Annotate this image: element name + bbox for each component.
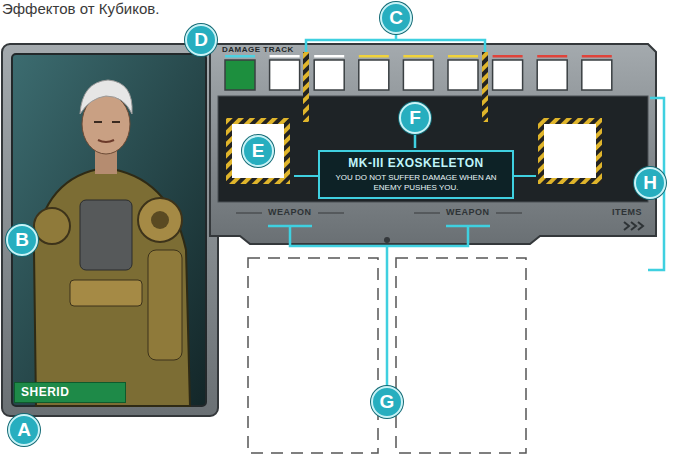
- section-label: WEAPON: [446, 207, 490, 218]
- item-slot: [544, 124, 596, 178]
- item-slot-frame: [538, 118, 602, 184]
- track-strip: [403, 55, 433, 58]
- mouth: [98, 140, 114, 142]
- damage-box: [270, 60, 300, 90]
- callout-letter: A: [8, 414, 40, 446]
- damage-box: [403, 60, 433, 90]
- damage-box: [314, 60, 344, 90]
- track-strip: [582, 55, 612, 58]
- portrait: [34, 80, 190, 406]
- board-rivet: [384, 237, 390, 243]
- ability-strip: [218, 96, 648, 202]
- hair: [80, 80, 132, 114]
- bracket-g: [268, 226, 490, 386]
- eyes: [94, 121, 120, 123]
- chevron: [638, 222, 643, 230]
- section-label: DAMAGE TRACK: [222, 45, 294, 55]
- weapon-card-space: [248, 258, 378, 453]
- callout-letter: C: [380, 2, 412, 34]
- damage-box: [493, 60, 523, 90]
- callout-letter: E: [242, 135, 274, 167]
- ability-box: MK-III EXOSKELETON YOU DO NOT SUFFER DAMA…: [318, 150, 514, 199]
- callout-letter: B: [6, 224, 38, 256]
- card-frame: [2, 44, 218, 416]
- weapon-card-space: [396, 258, 526, 453]
- track-strip: [314, 55, 344, 58]
- shoulder-joint: [138, 198, 182, 242]
- callout-letter: D: [185, 24, 217, 56]
- shoulder-bolt: [151, 211, 169, 229]
- track-strip: [448, 55, 478, 58]
- name-plate: SHERID: [14, 382, 126, 403]
- leader-f: [414, 134, 417, 148]
- damage-box: [448, 60, 478, 90]
- damage-box: [225, 60, 255, 90]
- track-strip: [537, 55, 567, 58]
- callout-letter: H: [634, 167, 666, 199]
- hazard-bar: [303, 52, 309, 122]
- damage-box: [537, 60, 567, 90]
- portrait-ground: [12, 54, 206, 406]
- item-slot-frame: [226, 118, 290, 184]
- hazard-bar: [482, 52, 488, 122]
- track-strip: [493, 55, 523, 58]
- node-title: MK-III EXOSKELETON: [326, 156, 506, 170]
- node-body: YOU DO NOT SUFFER DAMAGE WHEN AN ENEMY P…: [326, 173, 506, 193]
- armor: [34, 168, 190, 406]
- belt-plate: [70, 280, 142, 306]
- callout-brackets: [268, 34, 664, 386]
- chest-plate: [80, 200, 132, 270]
- section-label: WEAPON: [268, 207, 312, 218]
- damage-box: [582, 60, 612, 90]
- bracket-c: [306, 34, 485, 52]
- damage-track: [225, 55, 612, 90]
- track-strip: [270, 55, 300, 58]
- item-slot: [232, 124, 284, 178]
- node-title: SHERID: [21, 385, 119, 400]
- track-strip: [225, 55, 255, 58]
- callout-letter: F: [399, 102, 431, 134]
- left-shoulder: [34, 208, 70, 244]
- callout-letter: G: [371, 386, 403, 418]
- track-strip: [359, 55, 389, 58]
- chevron: [631, 222, 636, 230]
- damage-box: [359, 60, 389, 90]
- chevron: [624, 222, 629, 230]
- board-frame: [210, 44, 656, 244]
- body-text: Эффектов от Кубиков.: [2, 0, 159, 18]
- section-label: ITEMS: [612, 207, 642, 218]
- mech-arm: [148, 250, 182, 360]
